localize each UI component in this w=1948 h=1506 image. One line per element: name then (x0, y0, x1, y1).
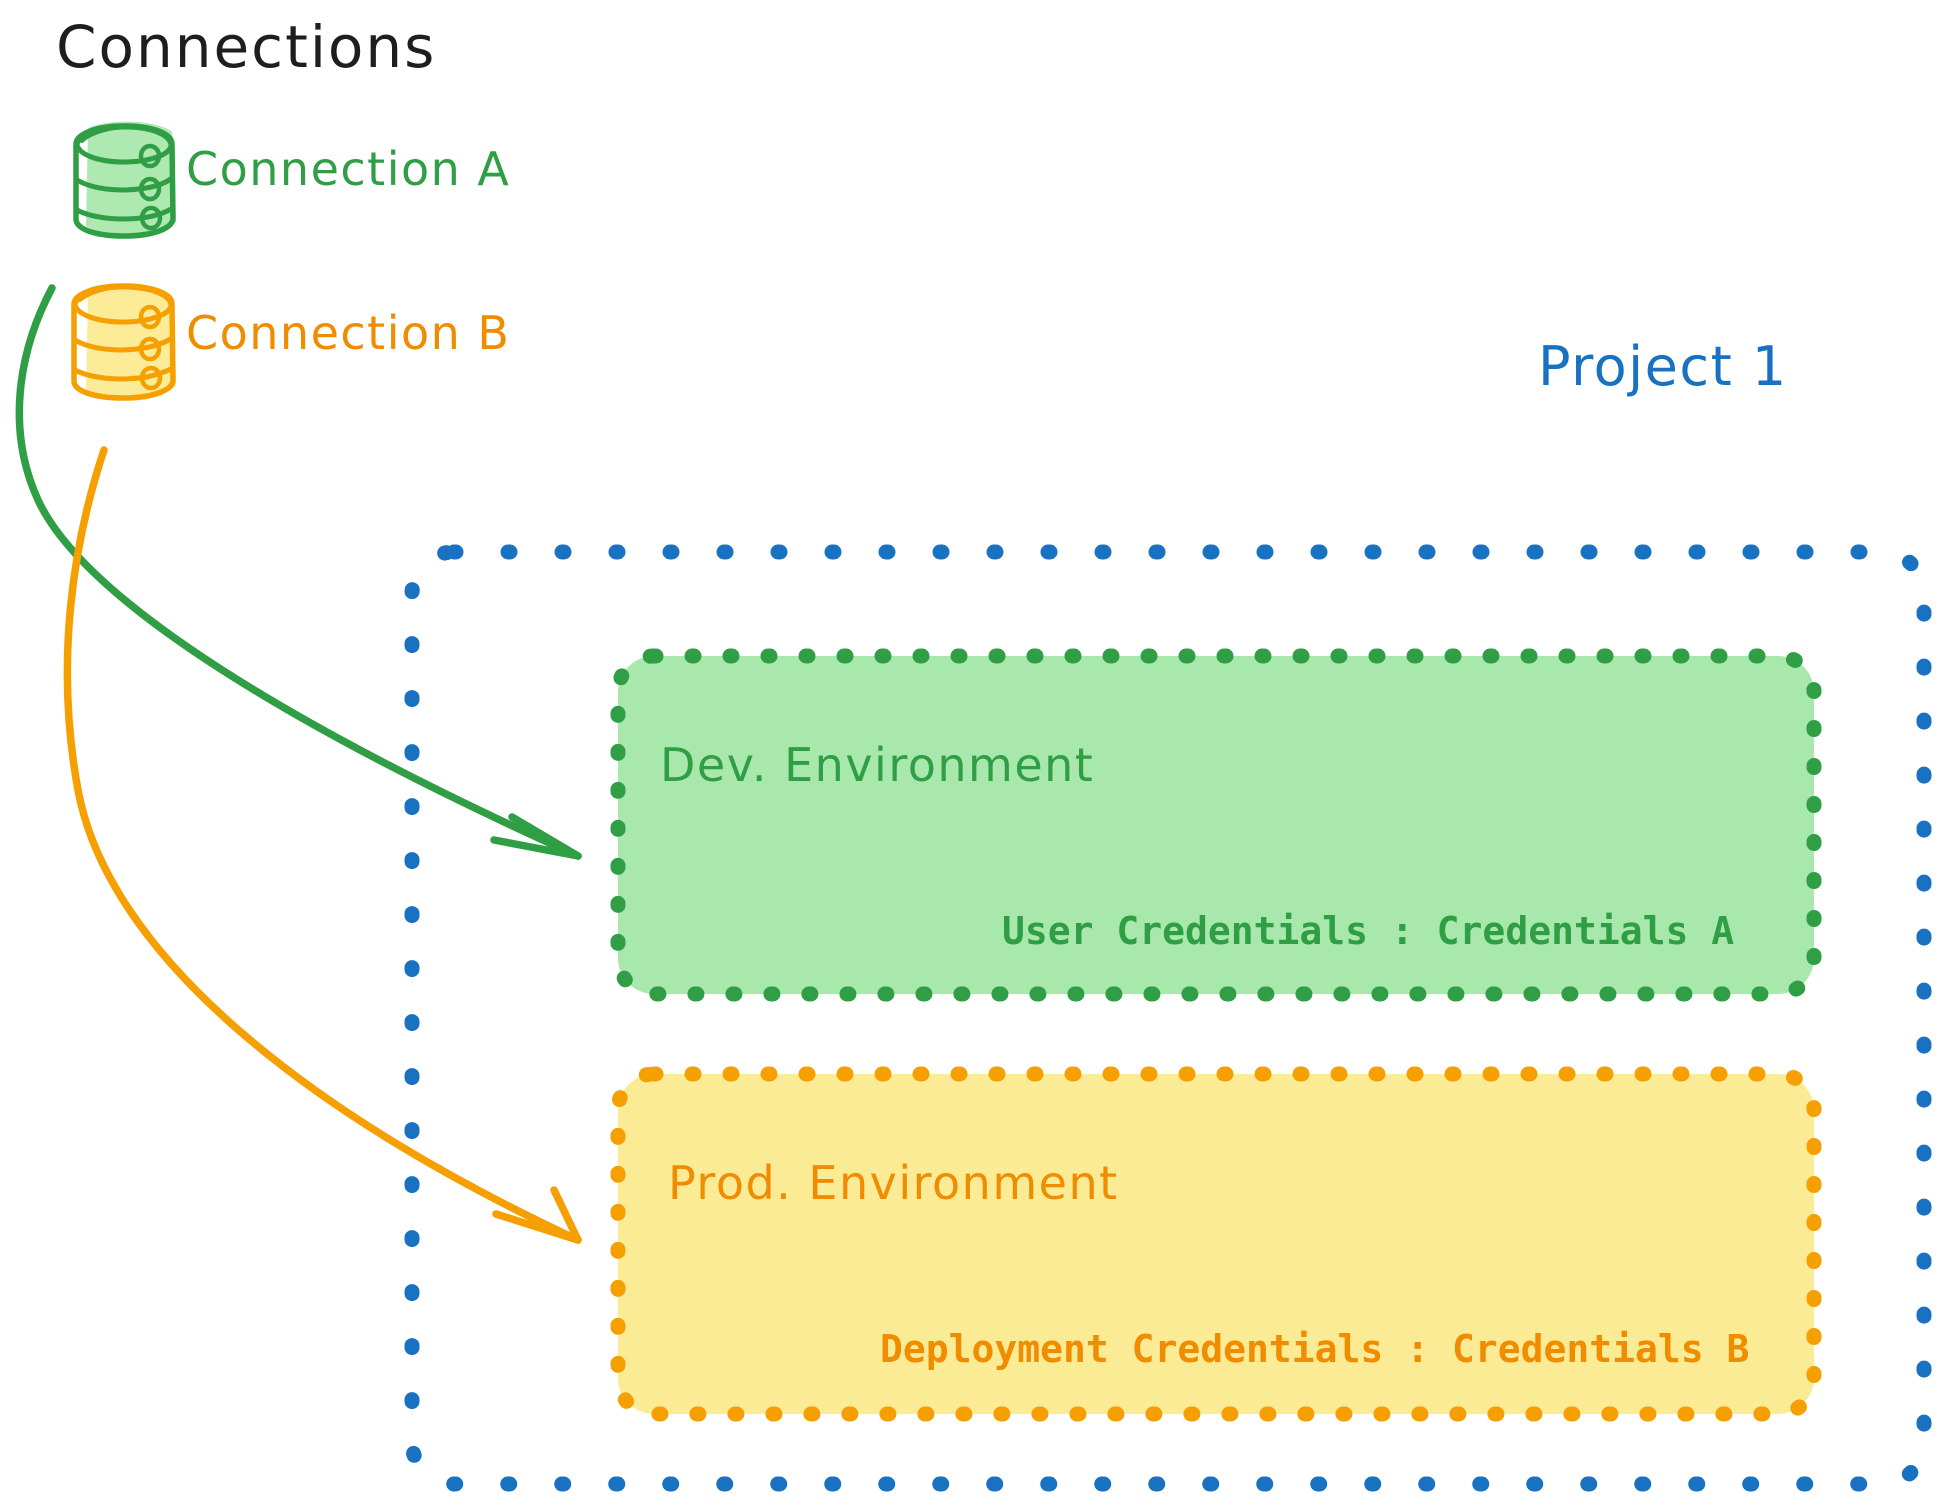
db-a-divider-2 (74, 205, 176, 222)
dev-environment-fill (618, 656, 1814, 994)
arrow-a-head-lower (490, 836, 582, 860)
prod-environment-box[interactable] (610, 1066, 1822, 1422)
page-title: Connections (56, 13, 437, 81)
database-icon-connection-a[interactable] (73, 121, 176, 239)
db-b-divider-1 (72, 335, 175, 353)
db-b-divider-2 (72, 365, 176, 382)
project-title: Project 1 (1538, 335, 1788, 398)
arrow-connection-a-to-dev (15, 284, 582, 860)
connection-a-node[interactable] (66, 118, 182, 242)
dev-environment-region[interactable] (618, 656, 1814, 994)
database-icon-connection-b[interactable] (71, 283, 176, 401)
dev-environment-box[interactable] (610, 648, 1822, 1002)
db-b-sketch-overshoot (78, 284, 136, 302)
dev-environment-border (610, 648, 1822, 1002)
db-b-led-1 (138, 304, 162, 330)
db-b-led-3 (139, 365, 163, 391)
arrow-a-path (15, 284, 582, 860)
arrow-a-head-upper (508, 813, 582, 860)
arrow-b-path (63, 446, 582, 1244)
prod-environment-border (610, 1066, 1822, 1422)
arrow-connection-b-to-prod (63, 446, 582, 1244)
prod-environment-credentials: Deployment Credentials : Credentials B (880, 1327, 1750, 1371)
db-a-led-2 (138, 176, 162, 202)
db-a-sketch-overshoot (80, 124, 138, 143)
dev-environment-title: Dev. Environment (660, 738, 1095, 792)
prod-environment-title: Prod. Environment (668, 1156, 1119, 1210)
arrow-b-head-upper (550, 1186, 582, 1244)
dev-environment-credentials: User Credentials : Credentials A (1002, 909, 1735, 953)
db-a-led-1 (138, 143, 162, 169)
project-1-border (404, 544, 1932, 1492)
connection-b-label[interactable]: Connection B (186, 306, 511, 360)
db-a-body-fill (86, 121, 176, 234)
db-a-divider-1 (74, 175, 175, 193)
connection-a-label[interactable]: Connection A (186, 142, 511, 196)
prod-environment-region[interactable] (618, 1074, 1814, 1414)
arrow-b-head-lower (492, 1210, 582, 1244)
db-a-led-3 (139, 205, 163, 231)
connection-b-node[interactable] (66, 280, 182, 404)
prod-environment-fill (618, 1074, 1814, 1414)
db-b-led-2 (138, 336, 162, 362)
project-1-container[interactable] (404, 544, 1932, 1492)
